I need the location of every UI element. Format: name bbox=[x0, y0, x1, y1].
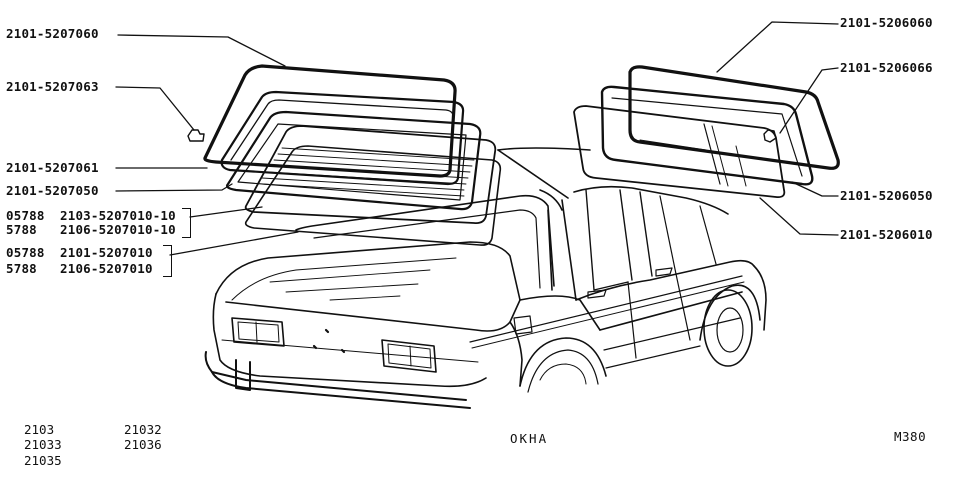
leader-2101-5206066 bbox=[779, 67, 839, 134]
bracket-2101-2106-5207010 bbox=[163, 245, 172, 277]
part-label-05788-a: 05788 bbox=[6, 208, 45, 223]
bracket-2103-2106-5207010-10 bbox=[182, 208, 191, 238]
rear-seal-inner bbox=[220, 90, 465, 186]
figure-code: M380 bbox=[894, 429, 927, 444]
part-label-2101-5207063: 2101-5207063 bbox=[6, 79, 99, 94]
rear-wheel bbox=[519, 337, 607, 393]
part-label-2101-5207060: 2101-5207060 bbox=[6, 26, 99, 41]
part-label-2106-5207010-10: 2106-5207010-10 bbox=[60, 222, 176, 237]
part-label-2101-5206066: 2101-5206066 bbox=[840, 60, 933, 75]
model-21036: 21036 bbox=[124, 437, 162, 452]
front-wheel bbox=[699, 284, 761, 367]
right-tail-light bbox=[381, 339, 437, 373]
leader-2101-5207063 bbox=[115, 86, 195, 131]
part-label-2101-5206050: 2101-5206050 bbox=[840, 188, 933, 203]
windshield-seal-inner bbox=[600, 85, 814, 186]
leader-2101-5206050 bbox=[791, 181, 839, 197]
model-21035: 21035 bbox=[24, 453, 62, 468]
rear-seal-lock-strip bbox=[244, 145, 502, 246]
leader-2103-5207010 bbox=[189, 206, 263, 218]
part-label-2103-5207010-10: 2103-5207010-10 bbox=[60, 208, 176, 223]
part-label-05788-b: 05788 bbox=[6, 245, 45, 260]
clip-2101-5206066 bbox=[763, 129, 777, 143]
part-label-5788-a: 5788 bbox=[6, 222, 37, 237]
windshield-seal-outer bbox=[628, 65, 840, 170]
windshield-glass bbox=[573, 105, 786, 199]
left-tail-light bbox=[231, 317, 285, 347]
clip-2101-5207063 bbox=[187, 129, 205, 142]
diagram-caption: ОКНА bbox=[510, 431, 549, 446]
part-label-2101-5206060: 2101-5206060 bbox=[840, 15, 933, 30]
part-label-2101-5206010: 2101-5206010 bbox=[840, 227, 933, 242]
part-label-2101-5207010: 2101-5207010 bbox=[60, 245, 153, 260]
leader-2101-5207010 bbox=[169, 231, 299, 256]
rear-bumper bbox=[204, 351, 471, 409]
part-label-2101-5207050: 2101-5207050 bbox=[6, 183, 99, 198]
part-label-2101-5207061: 2101-5207061 bbox=[6, 160, 99, 175]
rear-frame-molding bbox=[225, 110, 482, 211]
model-21033: 21033 bbox=[24, 437, 62, 452]
model-21032: 21032 bbox=[124, 422, 162, 437]
leader-2101-5207050 bbox=[115, 183, 233, 192]
part-label-2106-5207010: 2106-5207010 bbox=[60, 261, 153, 276]
car-body bbox=[204, 147, 767, 409]
leader-lines bbox=[115, 21, 839, 256]
model-2103: 2103 bbox=[24, 422, 55, 437]
rear-glass-heater-lines bbox=[261, 147, 475, 197]
leader-2101-5207060 bbox=[117, 34, 286, 67]
leader-2101-5206010 bbox=[759, 197, 839, 236]
leader-2101-5206060 bbox=[716, 21, 839, 73]
part-label-5788-b: 5788 bbox=[6, 261, 37, 276]
rear-seal-outer bbox=[203, 64, 457, 178]
rear-glass bbox=[244, 125, 497, 225]
